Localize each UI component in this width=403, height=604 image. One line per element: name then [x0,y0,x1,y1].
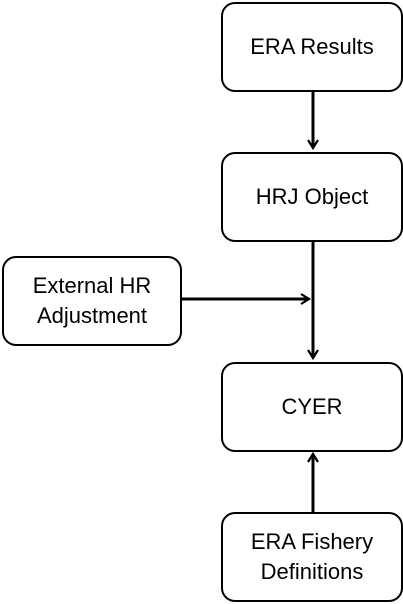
node-cyer-label: CYER [281,394,343,419]
node-cyer: CYER [221,362,403,452]
node-hrj-object-label: HRJ Object [255,184,369,209]
node-era-results: ERA Results [221,2,403,92]
node-hrj-object: HRJ Object [221,152,403,242]
node-era-results-label: ERA Results [250,34,374,59]
node-era-fishery-definitions-label: ERA Fishery Definitions [250,529,374,584]
node-era-fishery-definitions: ERA Fishery Definitions [221,512,403,602]
node-external-hr-adjustment: External HR Adjustment [2,256,182,346]
node-external-hr-adjustment-label: External HR Adjustment [32,273,152,328]
